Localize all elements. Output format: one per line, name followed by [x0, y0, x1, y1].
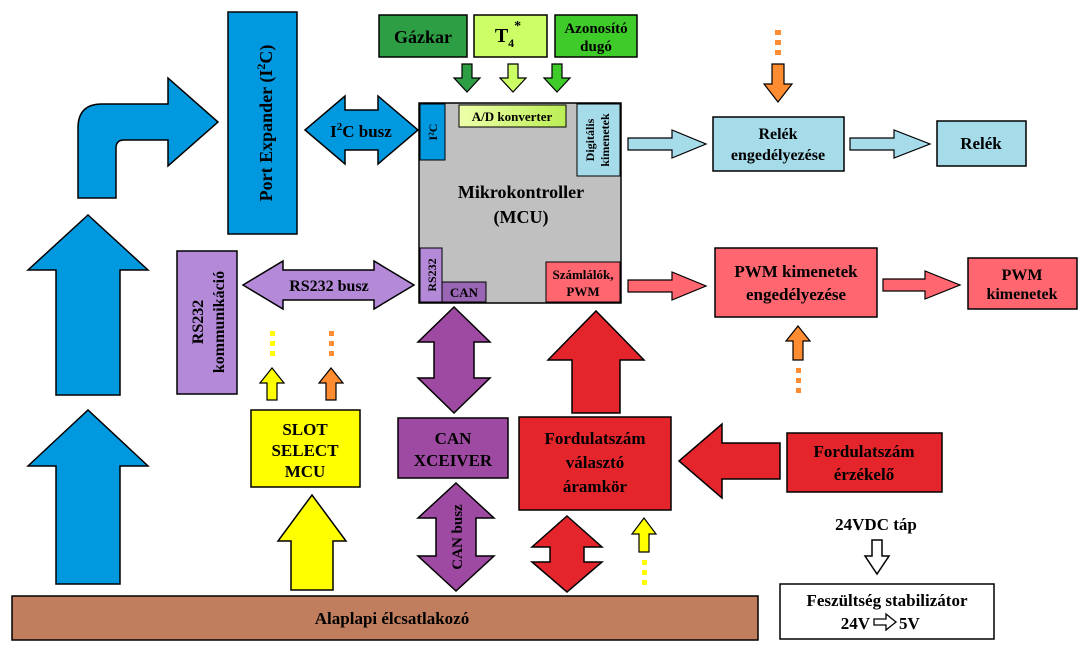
t4-down-arrow [498, 63, 528, 93]
rs232-port-label: RS232 [425, 258, 439, 291]
relay-enable-dotted-arrow [762, 30, 794, 103]
rs232-communication-block: RS232 kommunikáció [176, 250, 238, 395]
azonosito-line1: Azonosító [564, 21, 627, 37]
voltage-regulator-to: 5V [899, 614, 921, 633]
pwm-outputs-line1: PWM [1002, 267, 1043, 284]
speed-selector-line3: áramkör [563, 477, 628, 496]
selector-to-mcu-up-arrow [546, 309, 646, 414]
i2c-port-label: I²C [426, 124, 440, 141]
counters-port [545, 261, 621, 303]
relay-enable-block: Relék engedélyezése [712, 116, 845, 172]
power-supply-down-arrow [863, 539, 891, 576]
gazkar-label: Gázkar [394, 27, 452, 47]
t4-label: T4* [495, 19, 521, 50]
mcu-can-xceiver-arrow [416, 305, 492, 415]
rs232-comm-line2: kommunikáció [211, 271, 228, 373]
selector-dotted-arrow [630, 517, 658, 585]
slot-select-line2: SELECT [271, 441, 339, 460]
gazkar-down-arrow [452, 63, 482, 93]
relay-enable-line1: Relék [758, 126, 797, 143]
rs232-bus-arrow: RS232 busz [241, 259, 416, 311]
relay-enable-line2: engedélyezése [731, 147, 825, 164]
pwm-enable-dotted-arrow [784, 325, 812, 393]
port-expander-block: Port Expander (I2C) [227, 11, 298, 235]
ad-converter-port [458, 104, 567, 128]
mcu-title-line2: (MCU) [494, 207, 549, 228]
digital-outputs-line1: Digitális [583, 118, 597, 161]
i2c-bus-label: I2C busz [330, 121, 392, 141]
digital-outputs-port [576, 103, 621, 177]
gazkar-block: Gázkar [378, 14, 468, 58]
pwm-outputs-block: PWM kimenetek [967, 257, 1078, 310]
pwm-enable-line2: engedélyezése [746, 285, 847, 304]
slot-select-up-arrow [276, 493, 348, 591]
speed-selector-line2: választó [566, 453, 625, 472]
speed-selector-block: Fordulatszám választó áramkör [518, 416, 672, 511]
relays-block: Relék [936, 120, 1027, 167]
can-xceiver-line2: XCEIVER [414, 451, 493, 470]
ad-converter-label: A/D konverter [472, 109, 553, 124]
azonosito-dugo-block: Azonosító dugó [554, 14, 638, 58]
sensor-to-selector-arrow [677, 422, 781, 500]
mcu-to-pwm-enable-arrow [627, 271, 708, 301]
can-xceiver-line1: CAN [435, 429, 473, 448]
voltage-regulator-from: 24V [841, 614, 871, 633]
pwm-enable-line1: PWM kimenetek [734, 262, 858, 281]
mcu-to-relay-enable-arrow [627, 129, 708, 159]
i2c-bus-arrow: I2C busz [303, 94, 420, 166]
pwm-enable-block: PWM kimenetek engedélyezése [714, 247, 878, 318]
can-bus-arrow: CAN busz [416, 481, 496, 593]
azonosito-line2: dugó [580, 39, 612, 55]
slot-select-dotted-arrows [258, 331, 345, 401]
up-arrow-middle-left [26, 213, 150, 396]
azonosito-down-arrow [542, 63, 572, 93]
edge-connector-label: Alaplapi élcsatlakozó [315, 609, 469, 628]
rs232-port [419, 247, 443, 303]
up-arrow-lower-left [26, 408, 150, 585]
can-port-label: CAN [450, 285, 479, 300]
rs232-bus-label: RS232 busz [289, 278, 369, 295]
power-supply-label: 24VDC táp [835, 515, 917, 534]
mcu-block: A/D konverter I²C Digitális kimenetek Mi… [418, 102, 622, 304]
port-expander-label: Port Expander (I2C) [254, 45, 277, 202]
voltage-arrow-icon [873, 612, 898, 632]
selector-connector-double-arrow [529, 514, 605, 593]
digital-outputs-line2: kimenetek [598, 113, 612, 167]
speed-sensor-line1: Fordulatszám [813, 442, 914, 461]
t4-block: T4* [473, 14, 548, 58]
mcu-title-line1: Mikrokontroller [458, 182, 584, 202]
slot-select-line1: SLOT [282, 420, 328, 439]
can-port [441, 281, 487, 303]
can-bus-label: CAN busz [450, 504, 466, 570]
voltage-regulator-line1: Feszültség stabilizátor [807, 591, 968, 610]
voltage-regulator-block: Feszültség stabilizátor 24V 5V [779, 583, 995, 640]
rs232-comm-line1: RS232 [190, 300, 207, 344]
relays-label: Relék [960, 134, 1002, 153]
slot-select-mcu-block: SLOT SELECT MCU [250, 409, 361, 488]
i2c-port [419, 103, 446, 161]
pwm-enable-to-pwm-outputs-arrow [882, 270, 962, 300]
speed-selector-line1: Fordulatszám [544, 429, 645, 448]
counters-line2: PWM [566, 284, 599, 299]
counters-line1: Számlálók, [552, 267, 613, 282]
edge-connector-block: Alaplapi élcsatlakozó [11, 595, 759, 641]
speed-sensor-line2: érzékelő [834, 465, 895, 484]
bent-arrow-to-port-expander [77, 76, 220, 199]
pwm-outputs-line2: kimenetek [986, 286, 1057, 303]
slot-select-line3: MCU [285, 462, 326, 481]
speed-sensor-block: Fordulatszám érzékelő [786, 432, 943, 493]
relay-enable-to-relays-arrow [849, 129, 932, 159]
can-xceiver-block: CAN XCEIVER [397, 417, 509, 479]
